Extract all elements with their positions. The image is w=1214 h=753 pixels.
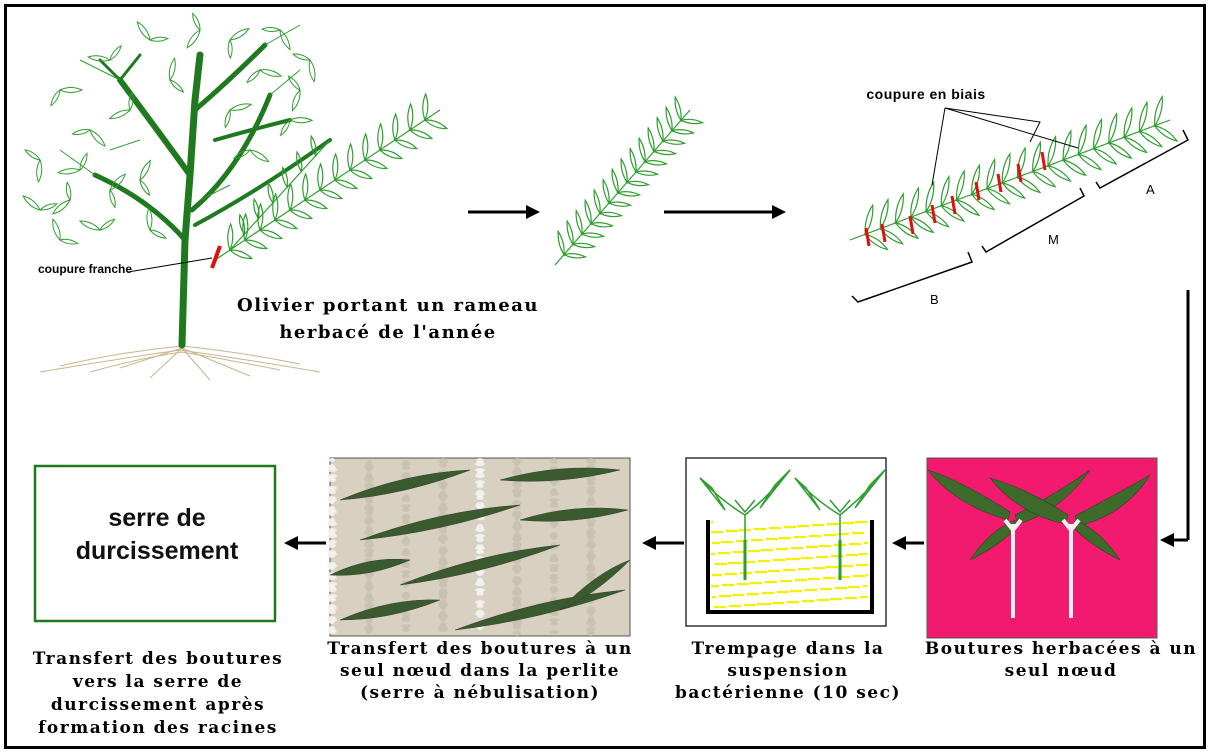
- section-label-m: M: [1048, 232, 1060, 247]
- oblique-cut-label: coupure en biais: [826, 86, 1026, 102]
- section-label-b: B: [930, 292, 940, 307]
- step-hardening-caption: Transfert des boutures vers la serre de …: [8, 648, 308, 740]
- soaking-drawing: [686, 458, 886, 626]
- step-perlite-caption: Transfert des boutures à un seul nœud da…: [322, 638, 638, 704]
- section-brackets: [852, 130, 1188, 302]
- herbaceous-shoot: [215, 94, 447, 260]
- step-single-node-caption: Boutures herbacées à un seul nœud: [922, 638, 1200, 682]
- step-soaking-caption: Trempage dans la suspension bactérienne …: [672, 638, 904, 704]
- roots-drawing: [40, 346, 320, 380]
- perlite-photo: [327, 458, 630, 636]
- detached-shoot-drawing: [555, 97, 702, 265]
- tree-foliage: [23, 14, 315, 244]
- olive-tree-caption: Olivier portant un rameau herbacé de l'a…: [198, 292, 578, 346]
- oblique-cut-marks: [866, 152, 1045, 246]
- section-label-a: A: [1146, 182, 1156, 197]
- flow-arrows-top: [468, 205, 786, 219]
- hardening-box-text: serre de durcissement: [52, 502, 262, 568]
- connector-right: [1160, 290, 1188, 547]
- single-node-cuttings-photo: [927, 458, 1157, 638]
- straight-cut-label: coupure franche: [38, 262, 148, 276]
